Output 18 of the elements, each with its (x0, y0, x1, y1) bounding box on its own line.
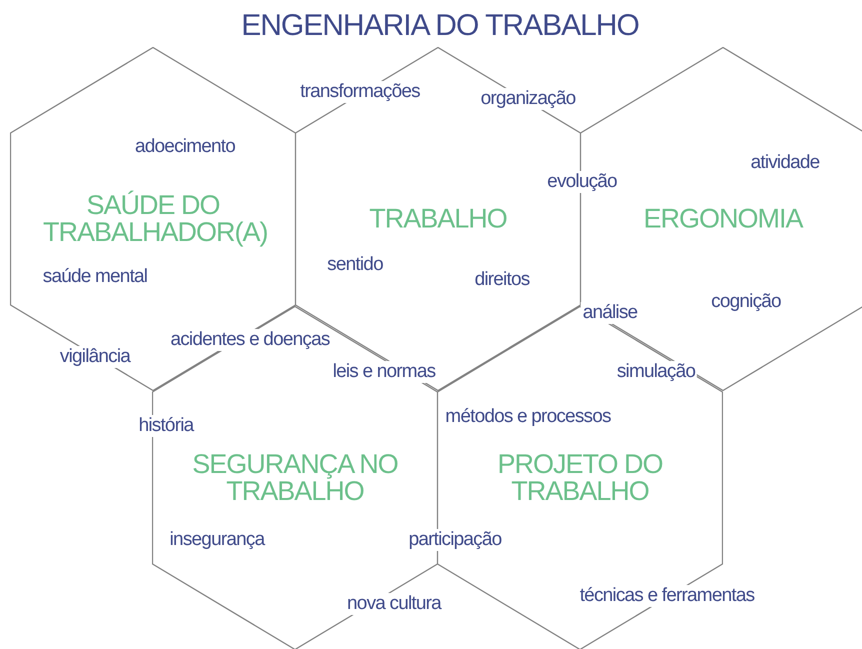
keyword-label: insegurança (168, 529, 266, 551)
hexagon-heading: PROJETO DO TRABALHO (496, 451, 664, 505)
diagram-title: ENGENHARIA DO TRABALHO (241, 9, 639, 43)
keyword-label: transformações (298, 81, 422, 103)
keyword-label: evolução (545, 171, 619, 193)
keyword-label: história (136, 415, 196, 437)
hexagon-heading: SEGURANÇA NO TRABALHO (191, 451, 399, 505)
keyword-label: nova cultura (345, 593, 443, 615)
hexagon-heading: ERGONOMIA (642, 206, 804, 232)
keyword-label: participação (406, 529, 504, 551)
keyword-label: acidentes e doenças (168, 329, 332, 351)
keyword-label: análise (580, 302, 640, 324)
keyword-label: técnicas e ferramentas (578, 585, 756, 607)
keyword-label: vigilância (58, 346, 132, 368)
keyword-label: simulação (614, 361, 698, 383)
keyword-label: cognição (709, 291, 783, 313)
hexagon-heading: TRABALHO (368, 206, 508, 232)
keyword-label: organização (478, 88, 578, 110)
